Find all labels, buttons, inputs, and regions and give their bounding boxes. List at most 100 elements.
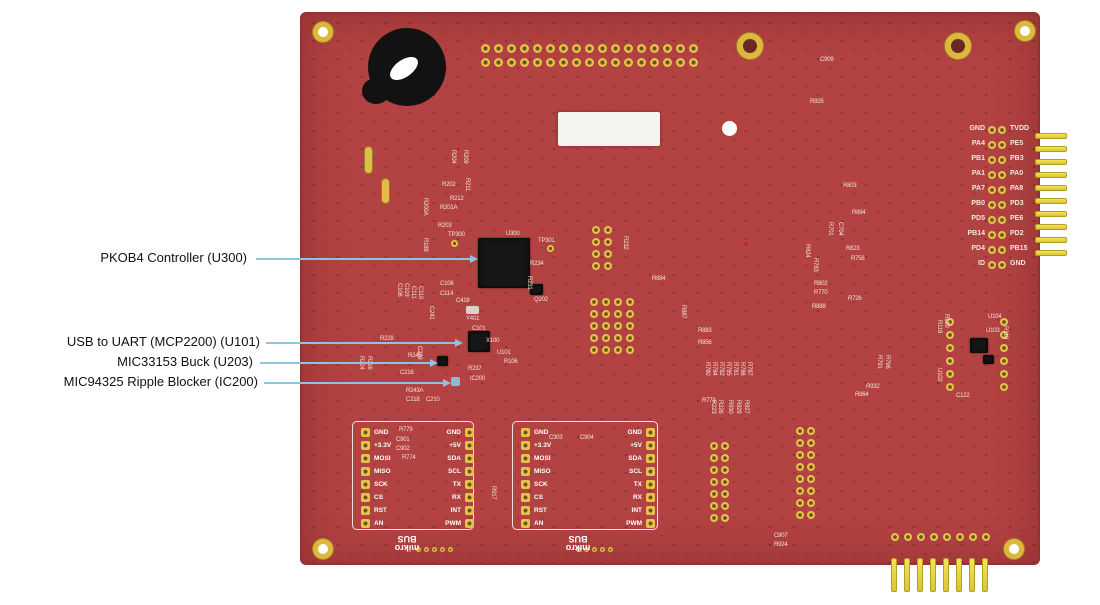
solder-pad bbox=[614, 346, 622, 354]
socket-pad bbox=[465, 428, 474, 437]
silkscreen-label: R824 bbox=[804, 244, 810, 258]
solder-pad bbox=[807, 511, 815, 519]
header-pin-right bbox=[1035, 198, 1067, 204]
silkscreen-label: R783 bbox=[812, 258, 818, 272]
silkscreen-label: R203 bbox=[438, 223, 452, 229]
solder-pad bbox=[982, 533, 990, 541]
pin-label-left: ID bbox=[978, 260, 985, 267]
solder-pad bbox=[626, 322, 634, 330]
silkscreen-label: Y401 bbox=[466, 316, 480, 322]
right-cluster-chip-2 bbox=[983, 355, 994, 364]
silkscreen-label: C114 bbox=[440, 291, 454, 297]
socket-pad bbox=[521, 493, 530, 502]
socket-pad bbox=[646, 493, 655, 502]
socket-pin-label: MOSI bbox=[374, 455, 391, 462]
silkscreen-label: R927 bbox=[743, 400, 749, 414]
socket-pad bbox=[646, 506, 655, 515]
pin-label-left: PB1 bbox=[971, 155, 985, 162]
socket-pad bbox=[465, 519, 474, 528]
solder-pad bbox=[507, 44, 516, 53]
solder-pad bbox=[604, 262, 612, 270]
solder-pad bbox=[598, 44, 607, 53]
solder-pad bbox=[917, 533, 925, 541]
solder-pad bbox=[592, 547, 597, 552]
pin-label-left: PD5 bbox=[971, 215, 985, 222]
board-logo-blob-highlight bbox=[386, 52, 422, 85]
white-label-box bbox=[558, 112, 660, 146]
solder-pad bbox=[614, 322, 622, 330]
solder-pad bbox=[608, 547, 613, 552]
pin-label-left: PB14 bbox=[967, 230, 985, 237]
silkscreen-label: R228 bbox=[380, 336, 394, 342]
solder-pad bbox=[676, 58, 685, 67]
solder-pad bbox=[1000, 383, 1008, 391]
mikrobus-logo: mikro BUS bbox=[394, 534, 420, 553]
silkscreen-label: R779 bbox=[399, 427, 413, 433]
socket-pin-label: TX bbox=[633, 481, 642, 488]
solder-pad bbox=[988, 216, 996, 224]
right-cluster-chip-1 bbox=[970, 338, 988, 353]
socket-pin-label: SDA bbox=[447, 455, 461, 462]
solder-pad bbox=[559, 58, 568, 67]
socket-pad bbox=[521, 428, 530, 437]
solder-pad bbox=[626, 298, 634, 306]
socket-pin-label: +5V bbox=[449, 442, 461, 449]
socket-pad bbox=[646, 519, 655, 528]
solder-pad bbox=[590, 334, 598, 342]
silkscreen-label: R917 bbox=[490, 486, 496, 500]
silkscreen-label: C704 bbox=[837, 222, 843, 236]
solder-pad bbox=[602, 298, 610, 306]
silkscreen-label: R856 bbox=[698, 340, 712, 346]
plated-slot-2 bbox=[381, 178, 390, 204]
silkscreen-label: R189 bbox=[422, 238, 428, 252]
solder-pad bbox=[988, 246, 996, 254]
silkscreen-label: R701 bbox=[827, 222, 833, 236]
silkscreen-label: U300 bbox=[506, 231, 520, 237]
solder-pad bbox=[637, 58, 646, 67]
solder-pad bbox=[614, 298, 622, 306]
solder-pad bbox=[796, 463, 804, 471]
silkscreen-label: R781 bbox=[732, 362, 738, 376]
solder-pad bbox=[721, 502, 729, 510]
solder-pad bbox=[807, 499, 815, 507]
solder-pad bbox=[546, 58, 555, 67]
silkscreen-label: R234 bbox=[530, 261, 544, 267]
solder-pad bbox=[988, 201, 996, 209]
solder-pad bbox=[721, 454, 729, 462]
mounting-hole-top-left bbox=[313, 22, 333, 42]
solder-pad bbox=[721, 466, 729, 474]
solder-pad bbox=[592, 250, 600, 258]
solder-pad bbox=[546, 44, 555, 53]
socket-pad bbox=[646, 454, 655, 463]
silkscreen-label: R774 bbox=[402, 455, 416, 461]
solder-pad bbox=[650, 44, 659, 53]
solder-pad bbox=[602, 310, 610, 318]
silkscreen-label: R894 bbox=[852, 210, 866, 216]
silkscreen-label: R823 bbox=[846, 246, 860, 252]
socket-pad bbox=[361, 480, 370, 489]
solder-pad bbox=[998, 216, 1006, 224]
solder-pad bbox=[626, 334, 634, 342]
socket-pin-label: CS bbox=[374, 494, 384, 501]
solder-pad bbox=[590, 310, 598, 318]
solder-pad bbox=[710, 514, 718, 522]
socket-pin-label: +3.3V bbox=[374, 442, 392, 449]
callout-line-1 bbox=[266, 342, 455, 344]
callout-arrowhead-3 bbox=[443, 379, 451, 387]
silkscreen-label: R786 bbox=[739, 362, 745, 376]
silkscreen-label: C216 bbox=[400, 370, 414, 376]
socket-pin-label: RX bbox=[451, 494, 461, 501]
socket-pad bbox=[521, 480, 530, 489]
solder-pad bbox=[998, 261, 1006, 269]
mounting-hole-top-right bbox=[1015, 21, 1035, 41]
solder-pad bbox=[689, 44, 698, 53]
socket-pin-label: MISO bbox=[374, 468, 391, 475]
silkscreen-label: R770 bbox=[814, 290, 828, 296]
callout-arrowhead-2 bbox=[430, 359, 438, 367]
socket-pin-label: CS bbox=[534, 494, 544, 501]
solder-pad bbox=[520, 58, 529, 67]
silkscreen-label: R929 bbox=[735, 400, 741, 414]
solder-pad bbox=[598, 58, 607, 67]
silkscreen-label: R785 bbox=[725, 362, 731, 376]
pin-label-right: TVDD bbox=[1010, 125, 1030, 132]
